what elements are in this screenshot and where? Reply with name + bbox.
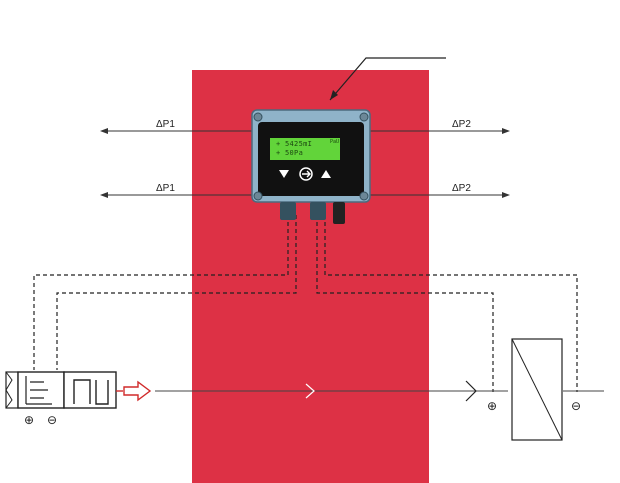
p1-upper-arrowhead [100,128,108,134]
screw-tl [253,112,263,122]
flow-chevron-center [305,383,315,399]
converter-minus-terminal: ⊖ [571,399,582,413]
delta-p2-upper-label: ΔP2 [452,119,471,130]
supply-minus-terminal: ⊖ [47,413,58,427]
delta-p1-upper-label: ΔP1 [156,119,175,130]
leader-line [329,57,446,101]
dashed-wiring [33,215,578,392]
enter-button-icon [299,167,313,181]
p2-upper-arrowhead [502,128,510,134]
plug-cap-detail [5,371,13,409]
delta-p1-lower-label: ΔP1 [156,183,175,194]
p1-lower-arrowhead [100,192,108,198]
screw-br [359,191,369,201]
lcd-line-2: + 50Pa [276,149,304,157]
converter-plus-terminal: ⊕ [487,399,498,413]
down-button-icon [279,170,289,178]
screw-tr [359,112,369,122]
lcd-screen [270,138,340,160]
delta-p2-lower-label: ΔP2 [452,183,471,194]
flow-chevron-right [465,380,477,402]
leader-arrowhead [330,90,338,100]
up-button-icon [321,170,331,178]
lcd-line-1: + 5425mI [276,140,313,148]
connector-left [280,202,296,220]
connector-right [310,202,326,220]
plug-cap [5,371,19,409]
signal-output-arrow [123,380,152,402]
converter-diagonal [511,338,563,441]
p2-lower-arrowhead [502,192,510,198]
screw-bl [253,191,263,201]
pressure-transmitter [251,109,371,224]
enter-button-arrow [302,170,311,178]
cable-gland [333,202,345,224]
supply-block-right-detail [73,379,109,405]
lcd-unit-tag: PaU [330,139,340,145]
supply-plus-terminal: ⊕ [24,413,35,427]
supply-block-left-detail [25,376,52,405]
